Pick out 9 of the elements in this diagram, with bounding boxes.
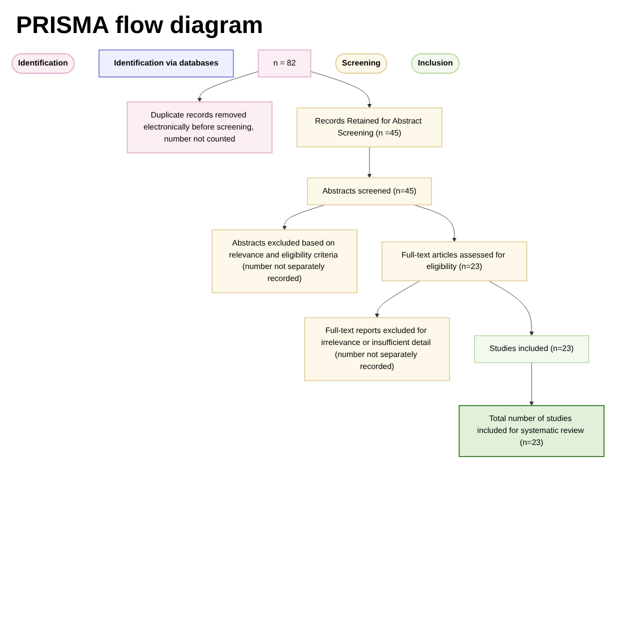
arrow [197, 71, 259, 102]
arrow [529, 362, 534, 406]
diagram-title: PRISMA flow diagram [16, 12, 264, 40]
arrow [413, 204, 457, 242]
arrow [282, 204, 326, 230]
arrow [310, 71, 372, 108]
arrow [367, 146, 372, 178]
arrow [488, 280, 534, 336]
arrow [374, 280, 420, 318]
